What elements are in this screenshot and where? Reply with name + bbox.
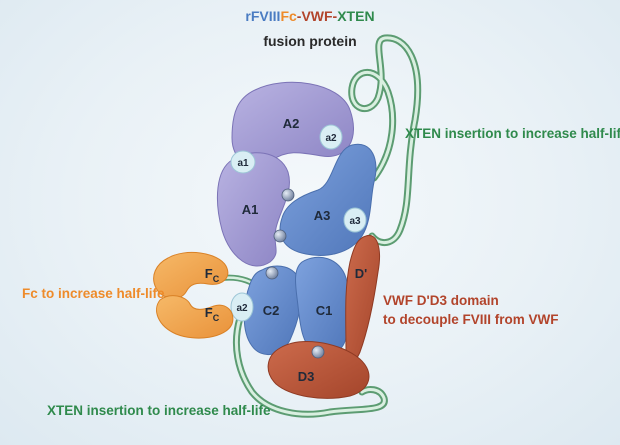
title-xten: XTEN bbox=[337, 8, 375, 24]
fc-domain-lower: FC bbox=[156, 295, 234, 339]
domain-d3-label: D3 bbox=[298, 369, 315, 384]
svg-text:FC: FC bbox=[205, 305, 220, 323]
vwf-annotation-line2: to decouple FVIII from VWF bbox=[383, 312, 559, 327]
domain-c2: C2 a2 bbox=[230, 265, 302, 355]
connector-points bbox=[265, 188, 325, 359]
connector-a1-a3 bbox=[281, 188, 295, 202]
domain-d-prime-label: D' bbox=[355, 266, 367, 281]
connector-c2 bbox=[265, 266, 279, 280]
xten-linker-lower bbox=[232, 314, 388, 418]
subdomain-a3-label: a3 bbox=[349, 216, 361, 227]
domain-a2-label: A2 bbox=[283, 116, 300, 131]
subdomain-a2-lower-label: a2 bbox=[236, 303, 248, 314]
domain-c1: C1 bbox=[295, 256, 351, 356]
vwf-annotation: VWF D'D3 domain to decouple FVIII from V… bbox=[383, 291, 559, 329]
xten-lower-annotation: XTEN insertion to increase half-life bbox=[47, 403, 271, 418]
domain-d3: D3 bbox=[267, 341, 370, 399]
fc-annotation: Fc to increase half-life bbox=[22, 286, 165, 301]
title-fc: Fc bbox=[280, 8, 297, 24]
subdomain-a2-label: a2 bbox=[325, 133, 337, 144]
domain-c2-label: C2 bbox=[263, 303, 280, 318]
connector-d3 bbox=[311, 345, 325, 359]
domain-a3-label: A3 bbox=[314, 208, 331, 223]
fc-upper-sub: C bbox=[213, 274, 220, 284]
fc-domain-upper: FC bbox=[153, 252, 229, 299]
vwf-annotation-line1: VWF D'D3 domain bbox=[383, 293, 499, 308]
title-rfviii: rFVIII bbox=[245, 8, 281, 24]
xten-linker-upper bbox=[348, 34, 422, 246]
xten-upper-annotation: XTEN insertion to increase half-life bbox=[405, 126, 620, 141]
domain-c1-label: C1 bbox=[316, 303, 333, 318]
connector-a1-a3-lower bbox=[273, 229, 287, 243]
domain-a1: a1 A1 bbox=[216, 150, 290, 267]
diagram-subtitle: fusion protein bbox=[263, 33, 357, 49]
fc-lower-sub: C bbox=[213, 313, 220, 323]
domain-a1-label: A1 bbox=[242, 202, 259, 217]
fc-upper-label: F bbox=[205, 266, 213, 281]
diagram-title: rFVIIIFc-VWF-XTEN bbox=[0, 8, 620, 24]
domain-a2: A2 a2 bbox=[231, 81, 354, 166]
fc-lower-label: F bbox=[205, 305, 213, 320]
svg-text:FC: FC bbox=[205, 266, 220, 284]
title-vwf: -VWF- bbox=[296, 8, 338, 24]
subdomain-a1-label: a1 bbox=[237, 158, 249, 169]
domain-a3: A3 a3 bbox=[279, 143, 377, 256]
domain-d-prime: D' bbox=[345, 234, 380, 362]
